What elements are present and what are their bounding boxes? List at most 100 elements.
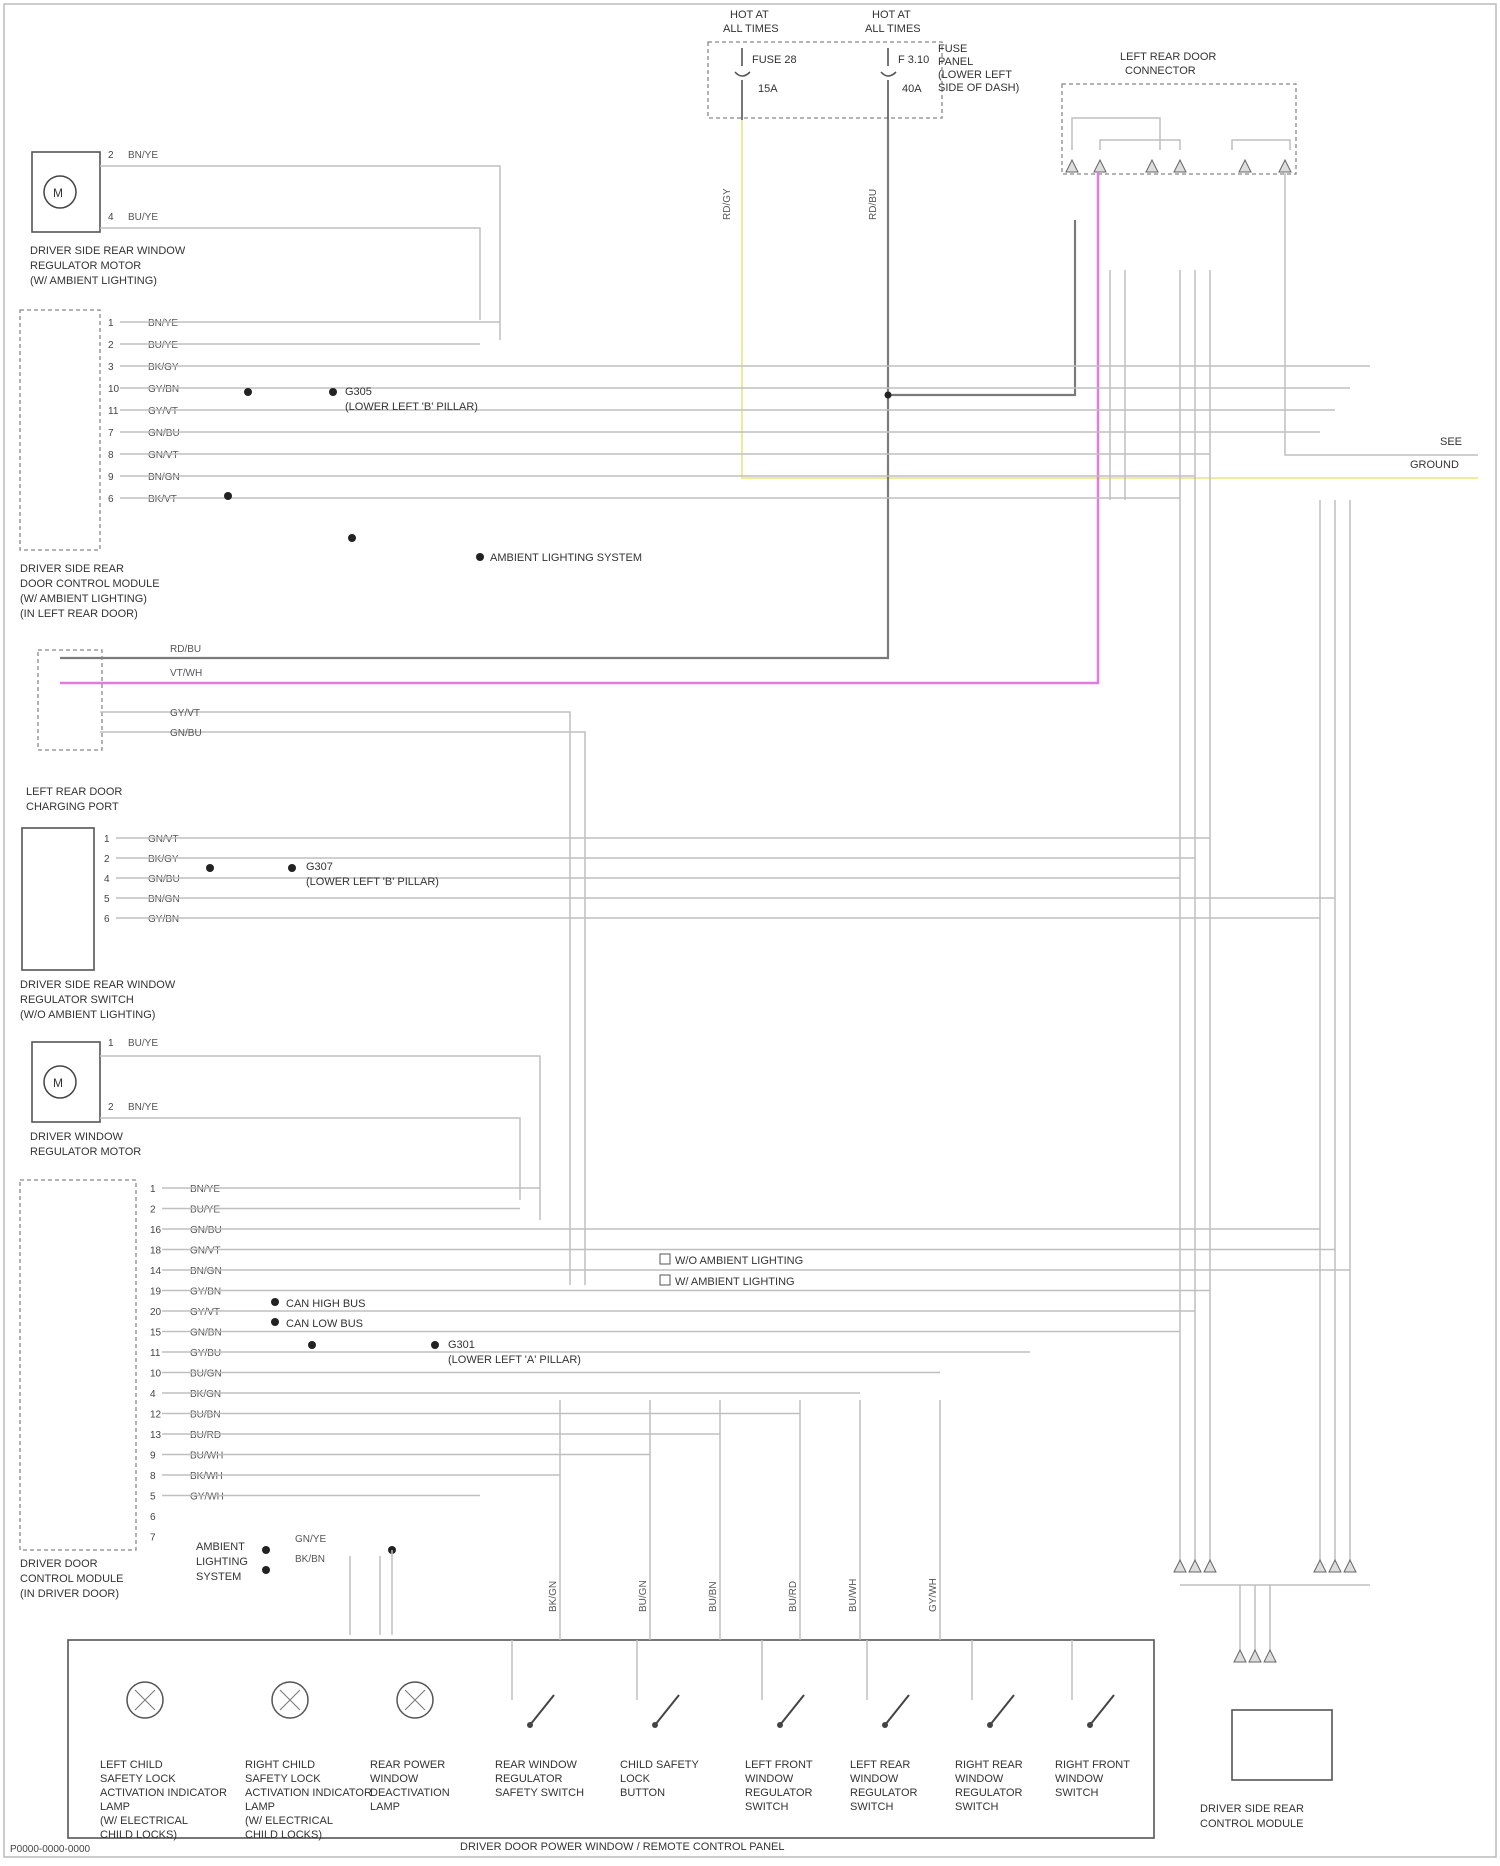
driver-door-module-pin: 18	[150, 1246, 162, 1257]
hot-right-line2: ALL TIMES	[865, 23, 921, 35]
dr-window-motor-wire-b: BN/YE	[128, 1102, 158, 1113]
dr-rear-module-wire-label: GY/VT	[148, 406, 178, 417]
panel-item-label: SWITCH	[1055, 1787, 1098, 1799]
panel-item-label: RIGHT REAR	[955, 1759, 1023, 1771]
driver-door-module-wire-label: GN/BU	[190, 1225, 222, 1236]
dr-side-rear-regulator-pin: 6	[104, 914, 110, 925]
panel-item-label: LEFT FRONT	[745, 1759, 813, 1771]
dr-rear-module-pin: 2	[108, 340, 114, 351]
driver-door-module-wire-label: GN/VT	[190, 1246, 221, 1257]
dr-rear-module-pin: 11	[108, 406, 119, 417]
motor-icon-glyph: M	[53, 186, 63, 200]
splice-dot	[885, 392, 892, 399]
wire-label-pink: VT/WH	[170, 668, 202, 679]
dr-rear-module-pin: 9	[108, 472, 114, 483]
driver-door-module-pin: 7	[150, 1533, 156, 1544]
svg-text:LIGHTING: LIGHTING	[196, 1556, 248, 1568]
panel-item-label: RIGHT FRONT	[1055, 1759, 1130, 1771]
driver-door-module-pin: 9	[150, 1451, 156, 1462]
driver-door-module-pin: 14	[150, 1266, 162, 1277]
dr-side-rear-regulator-wire-label: BN/GN	[148, 894, 180, 905]
dr-side-rear-regulator-pin: 2	[104, 854, 110, 865]
svg-text:(LOWER LEFT 'A' PILLAR): (LOWER LEFT 'A' PILLAR)	[448, 1354, 581, 1366]
ambient-bus-wire-2: BK/BN	[295, 1554, 325, 1565]
feed-right-branch	[888, 220, 1075, 395]
switch-panel-top-wires: BK/GNBU/GNBU/BNBU/RDBU/WHGY/WH	[548, 1400, 940, 1640]
panel-item-label: REAR WINDOW	[495, 1759, 578, 1771]
ground-g301-dot	[431, 1341, 439, 1349]
panel-item-label: CHILD LOCKS)	[100, 1829, 177, 1841]
ambient-bus-wires	[350, 1550, 392, 1635]
driver-door-module-wire-label: GY/BU	[190, 1348, 221, 1359]
svg-text:CHARGING PORT: CHARGING PORT	[26, 801, 119, 813]
driver-door-module-pin: 8	[150, 1471, 156, 1482]
panel-item-label: SAFETY LOCK	[245, 1773, 321, 1785]
canbus-label: CAN HIGH BUS CAN LOW BUS	[286, 1298, 365, 1330]
panel-item-label: RIGHT CHILD	[245, 1759, 315, 1771]
dr-rear-module-pin: 8	[108, 450, 114, 461]
dr-rear-module-wire-label: GY/BN	[148, 384, 179, 395]
splice-g-label: G305 (LOWER LEFT 'B' PILLAR)	[345, 386, 478, 413]
dr-rear-module-wire-label: BU/YE	[148, 340, 178, 351]
canbus-dot-2	[271, 1318, 279, 1326]
panel-top-wire-label: BU/BN	[708, 1581, 719, 1612]
panel-item-label: SWITCH	[955, 1801, 998, 1813]
driver-door-module-pin: 4	[150, 1389, 156, 1400]
wire-label-hot-right-2: RD/BU	[170, 644, 201, 655]
driver-door-module-label: DRIVER DOOR CONTROL MODULE (IN DRIVER DO…	[20, 1558, 124, 1600]
driver-door-module-pin: 1	[150, 1184, 156, 1195]
driver-door-module-wire-label: BK/WH	[190, 1471, 223, 1482]
driver-door-module-pin: 5	[150, 1492, 156, 1503]
panel-item-label: (W/ ELECTRICAL	[245, 1815, 333, 1827]
driver-door-module-wire-label: GY/BN	[190, 1287, 221, 1298]
dr-rear-module-wire-label: BN/GN	[148, 472, 180, 483]
fuse-panel-label: FUSE PANEL (LOWER LEFT SIDE OF DASH)	[938, 43, 1019, 94]
hot-left-line1: HOT AT	[730, 9, 769, 21]
module-bottom-box	[1232, 1710, 1332, 1780]
driver-door-module-wire-label: GY/VT	[190, 1307, 220, 1318]
dr-window-motor-wires	[100, 1056, 540, 1220]
svg-text:SEE: SEE	[1440, 436, 1462, 448]
svg-text:CAN HIGH BUS: CAN HIGH BUS	[286, 1298, 365, 1310]
svg-text:(W/ AMBIENT LIGHTING): (W/ AMBIENT LIGHTING)	[20, 593, 147, 605]
svg-text:AMBIENT: AMBIENT	[196, 1541, 245, 1553]
ambient-bus-dot-2	[262, 1566, 270, 1574]
dr-side-rear-regulator-wire-label: GN/BU	[148, 874, 180, 885]
panel-top-wire-label: BU/WH	[848, 1579, 859, 1612]
harness-a	[1110, 270, 1125, 500]
svg-text:DOOR CONTROL MODULE: DOOR CONTROL MODULE	[20, 578, 160, 590]
driver-door-module-wire-label: BU/WH	[190, 1451, 223, 1462]
dr-rear-module-pin: 6	[108, 494, 114, 505]
hot-left-line2: ALL TIMES	[723, 23, 779, 35]
svg-text:(IN LEFT REAR DOOR): (IN LEFT REAR DOOR)	[20, 608, 138, 620]
dr-rear-module-wire-label: GN/VT	[148, 450, 179, 461]
panel-item-label: WINDOW	[370, 1773, 419, 1785]
legend-item-2: W/ AMBIENT LIGHTING	[675, 1276, 795, 1288]
dr-rear-module-pin: 7	[108, 428, 114, 439]
motor-icon-glyph-2: M	[53, 1076, 63, 1090]
splice-dot-4	[348, 534, 356, 542]
panel-item-label: ACTIVATION INDICATOR	[100, 1787, 227, 1799]
driver-door-module-wire-label: BU/YE	[190, 1205, 220, 1216]
driver-door-module-pin: 6	[150, 1512, 156, 1523]
svg-text:DRIVER DOOR: DRIVER DOOR	[20, 1558, 98, 1570]
driver-door-module-wire-label: GN/BN	[190, 1328, 222, 1339]
wire-label-hot-right: RD/BU	[868, 189, 879, 220]
svg-text:DRIVER SIDE REAR WINDOW: DRIVER SIDE REAR WINDOW	[30, 245, 186, 257]
svg-text:G307: G307	[306, 861, 333, 873]
driver-door-module-wire-label: GY/WH	[190, 1492, 224, 1503]
svg-text:GROUND: GROUND	[1410, 459, 1459, 471]
svg-text:(W/O AMBIENT LIGHTING): (W/O AMBIENT LIGHTING)	[20, 1009, 155, 1021]
harness-b	[1180, 270, 1210, 1560]
dr-window-motor-label: DRIVER WINDOW REGULATOR MOTOR	[30, 1131, 141, 1158]
switch-pivot-icon	[882, 1722, 888, 1728]
driver-door-module-wire-label: BN/YE	[190, 1184, 220, 1195]
driver-door-module-pin: 11	[150, 1348, 161, 1359]
ground-g307-dot	[288, 864, 296, 872]
driver-door-module-wire-label: BK/GN	[190, 1389, 221, 1400]
splice-dot-3	[224, 492, 232, 500]
panel-item-label: SAFETY LOCK	[100, 1773, 176, 1785]
svg-text:REGULATOR MOTOR: REGULATOR MOTOR	[30, 1146, 141, 1158]
dr-rear-module-pin: 3	[108, 362, 114, 373]
